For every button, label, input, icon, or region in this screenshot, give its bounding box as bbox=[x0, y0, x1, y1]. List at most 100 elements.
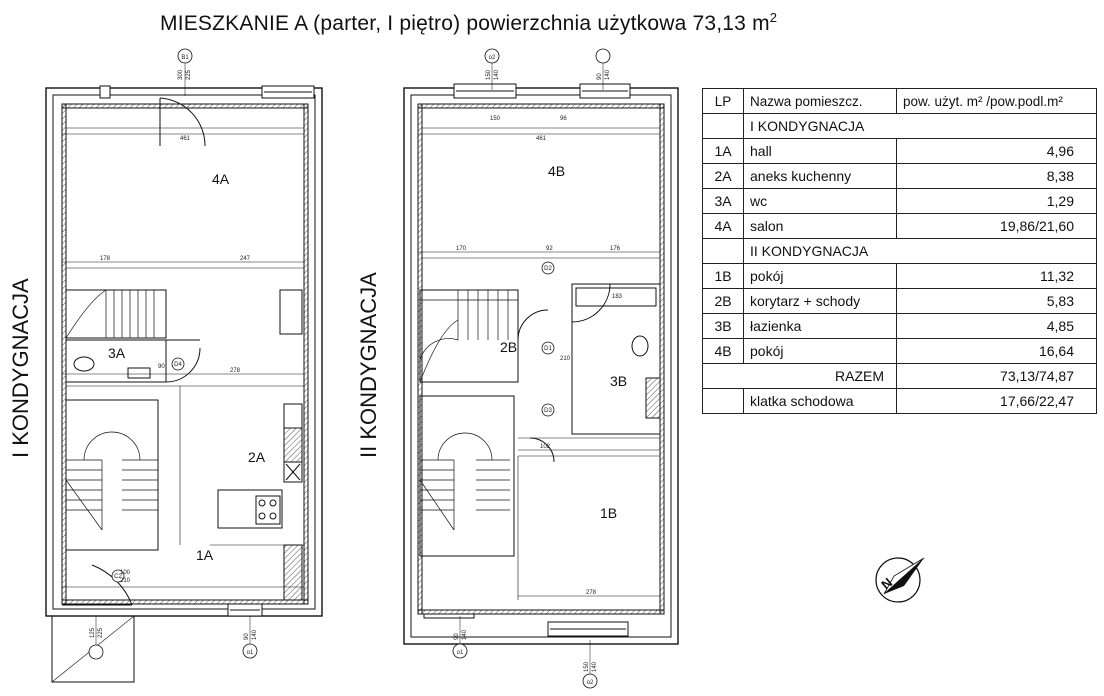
door-swing-top bbox=[159, 97, 206, 147]
kitchen-counter-hatch bbox=[283, 427, 303, 463]
kitchen-hob bbox=[255, 495, 281, 525]
table-header-area: pow. użyt. m² /pow.podl.m² bbox=[896, 88, 1097, 114]
table-cell-name: pokój bbox=[743, 263, 897, 289]
table-header-row: LP Nazwa pomieszcz. pow. użyt. m² /pow.p… bbox=[702, 88, 1097, 114]
dim-bot-right-1: 90 bbox=[454, 633, 460, 640]
dim-210-left: 210 bbox=[120, 578, 131, 584]
dim-90-left: 90 bbox=[158, 364, 165, 370]
dim-461-left: 461 bbox=[180, 136, 191, 142]
marker-d2-label: D2 bbox=[544, 266, 552, 272]
dim-183: 183 bbox=[612, 294, 623, 300]
table-cell-name: łazienka bbox=[743, 313, 897, 339]
table-cell-area: 5,83 bbox=[896, 288, 1097, 314]
table-cell-lp: 4B bbox=[702, 338, 744, 364]
marker-b1-label: B1 bbox=[181, 55, 189, 61]
dim-278-right: 278 bbox=[586, 590, 597, 596]
table-total-label: RAZEM bbox=[702, 363, 897, 389]
marker-o1-top bbox=[595, 48, 611, 64]
table-cell-area: 8,38 bbox=[896, 163, 1097, 189]
table-cell-lp: 1A bbox=[702, 138, 744, 164]
dim-top-right-4: 140 bbox=[605, 69, 611, 80]
marker-d1 bbox=[541, 341, 555, 355]
marker-o1-right-label: o1 bbox=[457, 650, 464, 656]
dim-150: 150 bbox=[490, 116, 501, 122]
marker-o1-right bbox=[452, 643, 468, 659]
dim-176: 176 bbox=[610, 246, 621, 252]
room-label-2b: 2B bbox=[500, 339, 517, 355]
dim-top-left-1: 300 bbox=[178, 69, 184, 80]
kitchen-counter-1 bbox=[283, 403, 303, 429]
room-label-3b: 3B bbox=[610, 373, 627, 389]
ground-hatch-left bbox=[61, 103, 67, 605]
dim-entry-1: 125 bbox=[90, 627, 96, 638]
table-row: 2B korytarz + schody 5,83 bbox=[702, 288, 1097, 314]
kitchen-oven bbox=[283, 461, 303, 483]
table-row: 1A hall 4,96 bbox=[702, 138, 1097, 164]
dim-bot-left-1: 90 bbox=[244, 633, 250, 640]
table-row: 4A salon 19,86/21,60 bbox=[702, 213, 1097, 239]
table-row: 4B pokój 16,64 bbox=[702, 338, 1097, 364]
dim-top-left-2: 225 bbox=[186, 69, 192, 80]
door-swing-bath bbox=[571, 283, 611, 323]
dim-92: 92 bbox=[546, 246, 553, 252]
wc-toilet bbox=[73, 356, 95, 372]
dim-170: 170 bbox=[456, 246, 467, 252]
door-swing-wc bbox=[165, 347, 201, 383]
room-label-1a: 1A bbox=[196, 547, 214, 563]
table-section-2: II KONDYGNACJA bbox=[743, 238, 1097, 264]
table-cell-name: korytarz + schody bbox=[743, 288, 897, 314]
bathroom-room bbox=[571, 283, 661, 435]
marker-o1-left bbox=[242, 643, 258, 659]
table-row: 3B łazienka 4,85 bbox=[702, 313, 1097, 339]
table-total-row: RAZEM 73,13/74,87 bbox=[702, 363, 1097, 389]
wc-sink bbox=[127, 367, 151, 379]
table-cell-lp: 3A bbox=[702, 188, 744, 214]
compass: N bbox=[875, 557, 925, 603]
dim-bot-right-2: 140 bbox=[462, 629, 468, 640]
dim-top-right-2: 140 bbox=[494, 69, 500, 80]
bathroom-tub bbox=[575, 287, 657, 307]
area-table: LP Nazwa pomieszcz. pow. użyt. m² /pow.p… bbox=[702, 88, 1097, 414]
first-floor-plan bbox=[403, 60, 679, 675]
table-row: 2A aneks kuchenny 8,38 bbox=[702, 163, 1097, 189]
table-section-1: I KONDYGNACJA bbox=[743, 113, 1097, 139]
table-section-row: II KONDYGNACJA bbox=[702, 238, 1097, 264]
marker-d4 bbox=[171, 357, 185, 371]
window-top-left bbox=[99, 85, 111, 99]
table-cell-name: pokój bbox=[743, 338, 897, 364]
dim-247: 247 bbox=[240, 256, 251, 262]
room-label-4a: 4A bbox=[212, 171, 230, 187]
table-cell-lp: 2B bbox=[702, 288, 744, 314]
room-label-3a: 3A bbox=[108, 345, 126, 361]
kitchen-island bbox=[217, 489, 283, 529]
table-cell-area: 4,96 bbox=[896, 138, 1097, 164]
marker-o1-left-label: o1 bbox=[247, 650, 254, 656]
entry-porch bbox=[51, 615, 135, 683]
table-cell-lp: 3B bbox=[702, 313, 744, 339]
kitchen-fridge bbox=[279, 289, 303, 335]
first-stair-lower bbox=[419, 395, 515, 557]
ground-hatch-right bbox=[303, 103, 309, 605]
marker-d4-label: D4 bbox=[174, 362, 182, 368]
table-row: 1B pokój 11,32 bbox=[702, 263, 1097, 289]
marker-o2-bottom bbox=[582, 673, 598, 689]
dim-bot-mid-1: 150 bbox=[584, 661, 590, 672]
plan-title: MIESZKANIE A (parter, I piętro) powierzc… bbox=[160, 10, 777, 36]
room-label-4b: 4B bbox=[548, 163, 565, 179]
table-stair-row: klatka schodowa 17,66/22,47 bbox=[702, 388, 1097, 414]
bathroom-toilet bbox=[631, 335, 649, 357]
table-cell-name: hall bbox=[743, 138, 897, 164]
compass-ring bbox=[875, 557, 921, 603]
wc-room bbox=[65, 339, 167, 383]
first-inner-wall bbox=[410, 94, 672, 638]
ground-outer-wall bbox=[45, 87, 323, 617]
ground-stair-lower bbox=[65, 399, 159, 551]
plan-title-text: MIESZKANIE A (parter, I piętro) powierzc… bbox=[160, 12, 770, 35]
dim-entry-2: 225 bbox=[98, 627, 104, 638]
plan-title-superscript: 2 bbox=[769, 10, 778, 25]
first-outer-wall bbox=[403, 87, 679, 645]
table-cell-area: 16,64 bbox=[896, 338, 1097, 364]
marker-entry bbox=[88, 644, 104, 660]
marker-d3 bbox=[541, 403, 555, 417]
